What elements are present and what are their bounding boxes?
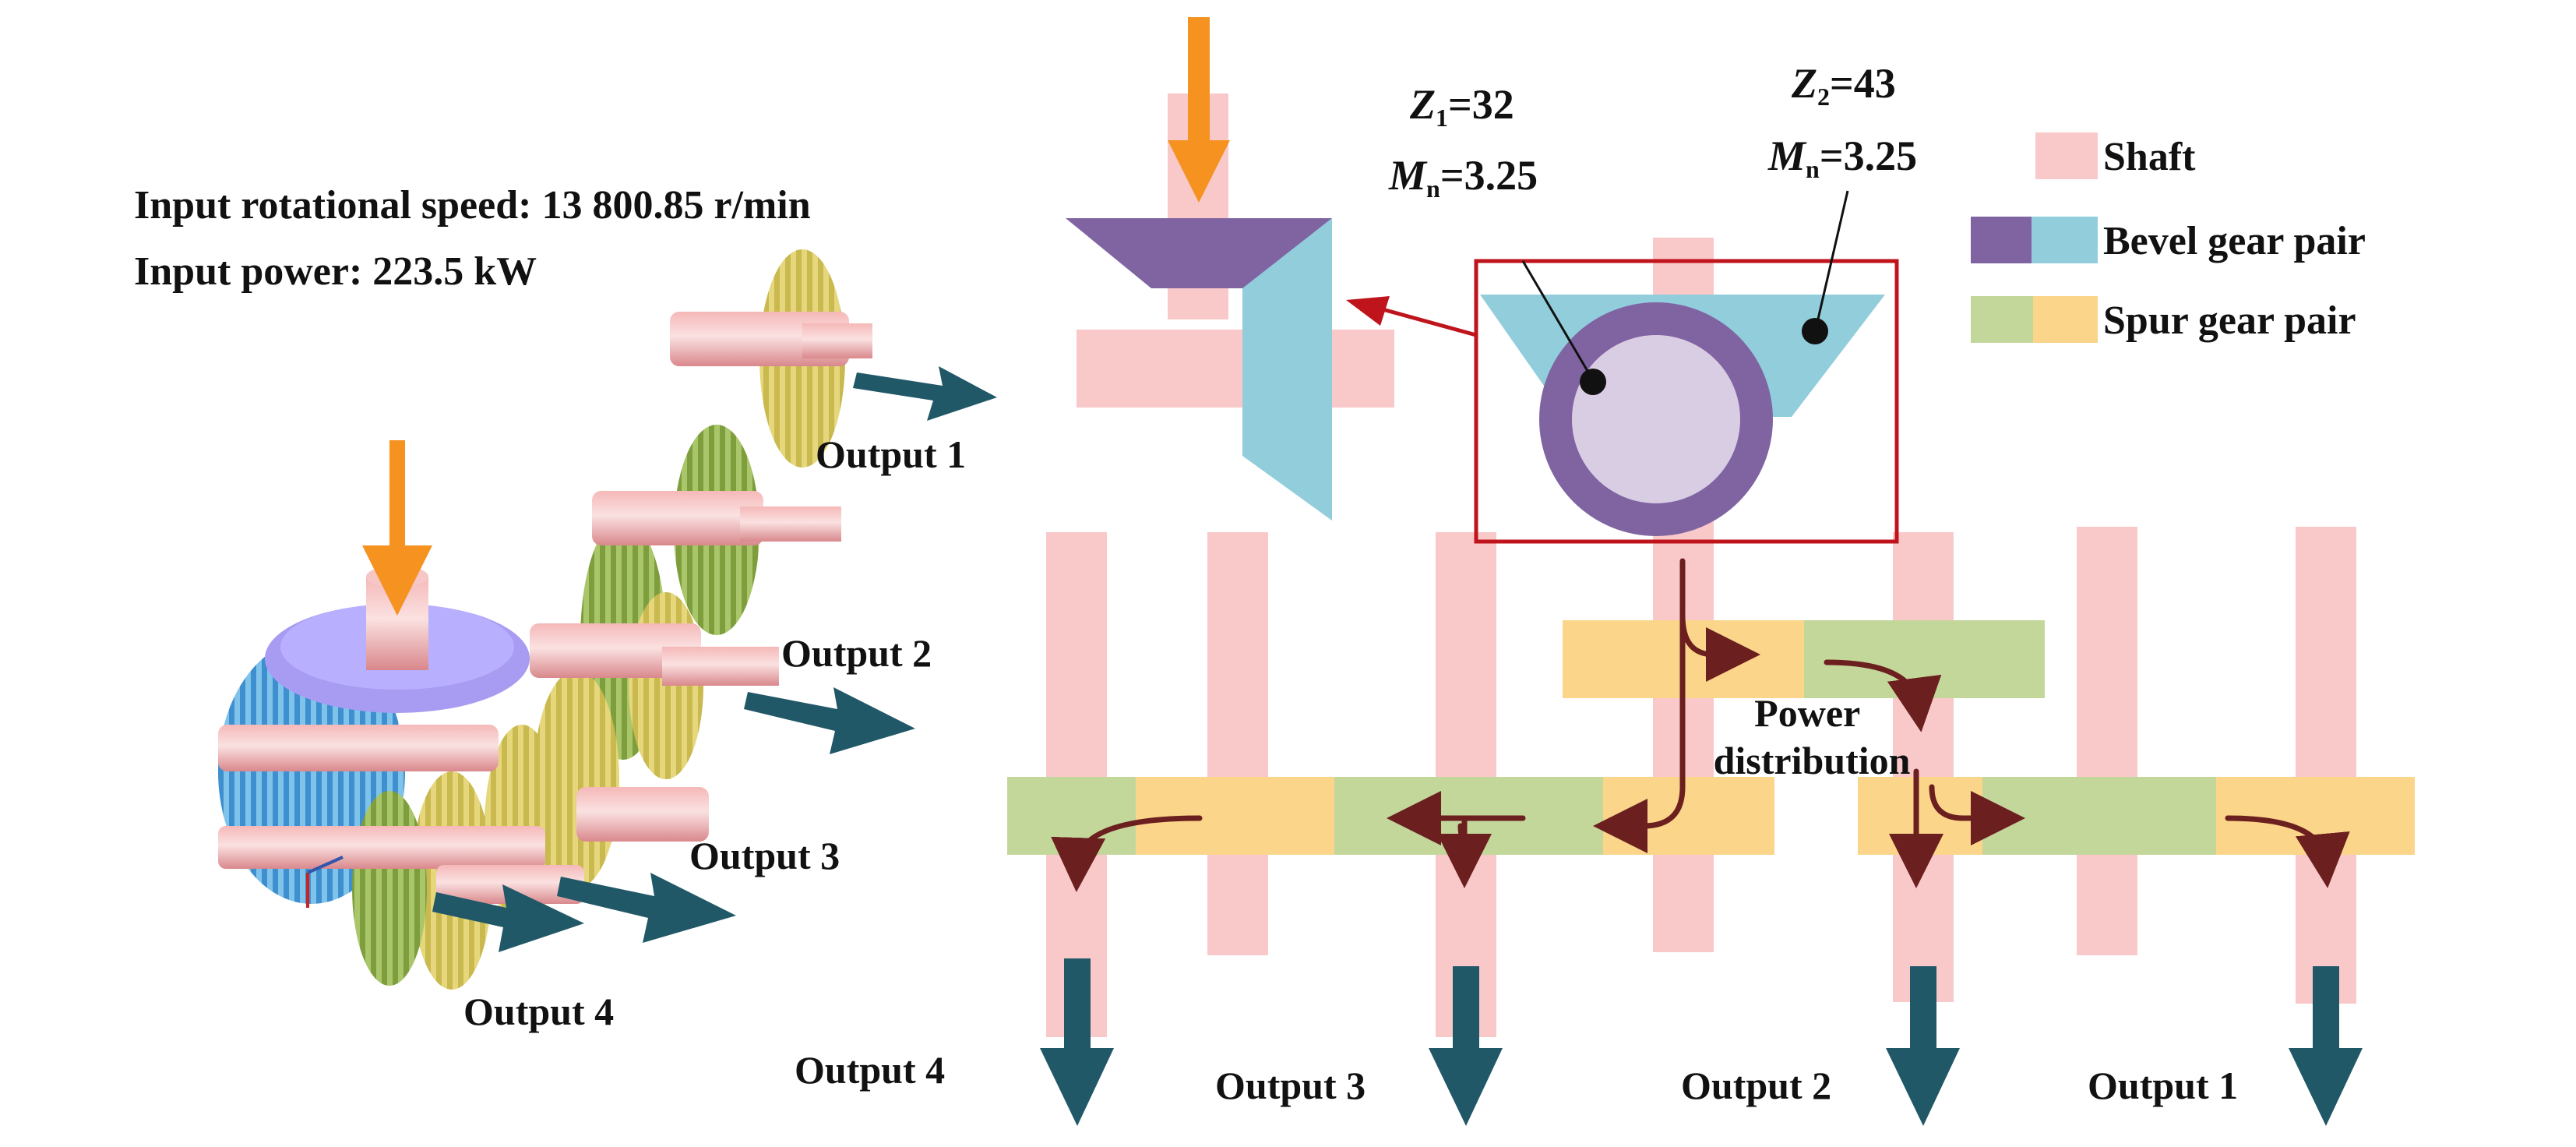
legend-swatch-spur-yellow	[2033, 296, 2098, 343]
legend-swatch-bevel-blue	[2032, 217, 2098, 263]
bevel-front-view-box	[1474, 259, 1899, 544]
axis-triad-icon	[306, 856, 344, 908]
output-arrow-3	[1429, 966, 1503, 1126]
legend-label-bevel: Bevel gear pair	[2103, 219, 2366, 263]
shaft-3d	[530, 623, 779, 686]
shaft-3d	[218, 826, 584, 904]
output-label-3d-3: Output 3	[689, 834, 840, 877]
input-speed-text: Input rotational speed: 13 800.85 r/min	[134, 183, 811, 228]
output-label-schematic-3: Output 3	[1215, 1064, 1366, 1107]
spur-gear-yellow	[1603, 777, 1774, 855]
shaft-3d	[218, 725, 499, 771]
shaft-3d	[592, 491, 841, 545]
leader-dot-z2	[1802, 318, 1828, 344]
shaft	[1077, 330, 1394, 408]
shaft	[1893, 532, 1954, 1002]
gear1-module-label: Mn=3.25	[1388, 152, 1538, 203]
output-arrow-3d-4	[432, 884, 584, 952]
output-label-schematic-2: Output 2	[1681, 1064, 1831, 1107]
power-flow-arrows	[1051, 558, 2350, 892]
legend-swatch-spur-green	[1971, 296, 2033, 343]
legend-swatch-bevel-purple	[1971, 217, 2032, 263]
spur-gear-green	[1007, 777, 1136, 855]
input-power-text: Input power: 223.5 kW	[134, 249, 537, 294]
output-arrow-4	[1040, 958, 1114, 1126]
power-distribution-label: Power distribution	[1714, 691, 1911, 782]
gear2-module-label: Mn=3.25	[1767, 132, 1917, 183]
output-arrow-2	[1886, 966, 1960, 1126]
shaft	[2296, 527, 2356, 1004]
spur-gear-yellow	[1136, 777, 1334, 855]
output-label-schematic-4: Output 4	[795, 1048, 945, 1092]
output-arrow-3d-2	[744, 687, 915, 754]
output-arrow-3d-1	[853, 366, 997, 421]
legend-swatch-shaft	[2035, 132, 2098, 179]
shaft-3d	[576, 787, 709, 842]
spur-gear-green	[1982, 777, 2216, 855]
spur-gear-green	[1804, 620, 2045, 698]
spur-gear-3d	[352, 791, 427, 986]
legend: Shaft Bevel gear pair Spur gear pair	[1971, 132, 2366, 343]
output-label-schematic-1: Output 1	[2088, 1064, 2238, 1107]
input-arrow-schematic	[1168, 17, 1230, 203]
output-label-3d-2: Output 2	[781, 631, 932, 675]
leader-line-z2	[1815, 190, 1849, 326]
input-arrow-3d	[362, 440, 432, 616]
gearbox-3d-render: Output 1 Output 2 Output 3 Output 4	[218, 249, 997, 1033]
output-label-3d-4: Output 4	[463, 990, 614, 1033]
output-arrows-schematic	[1040, 958, 2363, 1126]
leader-dot-z1	[1580, 369, 1606, 395]
leader-line-z1	[1521, 260, 1595, 381]
legend-label-shaft: Shaft	[2103, 135, 2196, 179]
legend-label-spur: Spur gear pair	[2103, 298, 2356, 343]
bevel-front-view-inner	[1572, 335, 1740, 503]
shaft-3d	[670, 312, 872, 366]
shaft	[2077, 527, 2137, 955]
gear2-teeth-label: Z2=43	[1791, 60, 1896, 111]
output-arrow-1	[2289, 966, 2363, 1126]
output-arrow-3d-3	[557, 873, 736, 943]
shaft	[1207, 532, 1268, 955]
zoom-pointer-arrow	[1346, 296, 1477, 337]
output-label-3d-1: Output 1	[816, 432, 966, 476]
gear1-teeth-label: Z1=32	[1409, 81, 1514, 132]
bevel-gear-blue	[1242, 218, 1332, 521]
